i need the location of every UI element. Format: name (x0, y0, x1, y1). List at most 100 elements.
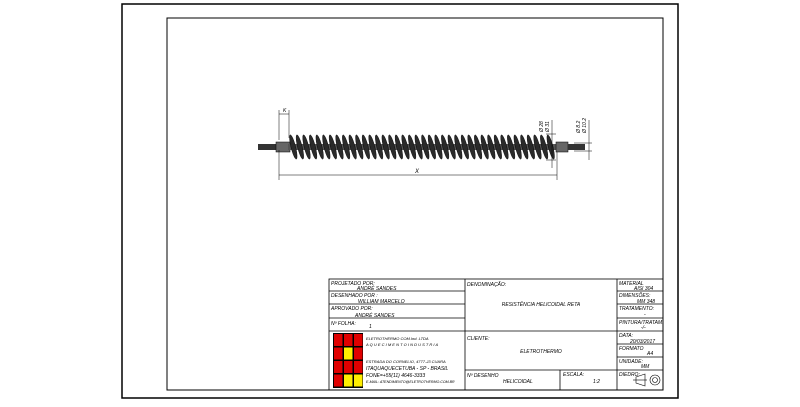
coil-turn (454, 134, 463, 160)
coil-turn (447, 134, 456, 160)
coil-turn (480, 134, 489, 160)
helical-resistor (258, 134, 585, 160)
company-address: ESTRADA DO CORNELIO, 4777-J3 CUARA (366, 359, 446, 364)
coil-turn (322, 134, 331, 160)
coil-turn (355, 134, 364, 160)
coil-turn (309, 134, 318, 160)
projetado-label: PROJETADO POR: (331, 281, 375, 287)
logo-square (344, 347, 353, 360)
escala-label: ESCALA: (563, 372, 585, 378)
material-label: MATERIAL (619, 281, 644, 287)
logo-square (334, 347, 343, 360)
desenhado-value: WILLIAM MARCELO (358, 299, 405, 305)
folha-value: 1 (369, 324, 372, 330)
unidade-value: MM (641, 364, 650, 370)
dimensoes-value: MM 348 (637, 299, 655, 305)
right-terminal (568, 144, 585, 150)
material-value: AISI 304 (633, 286, 653, 292)
coil-turn (526, 134, 535, 160)
first-angle-projection-icon (633, 373, 661, 387)
company-city: ITAQUAQUECETUBA - SP - BRASIL (366, 366, 449, 372)
escala-value: 1:2 (593, 379, 600, 385)
pintura-label: PINTURA/TRATAM: (619, 320, 664, 326)
logo-square (354, 347, 363, 360)
coil-turn (467, 134, 476, 160)
coil-turn (335, 134, 344, 160)
coil-turn (546, 134, 555, 160)
company-phone: FONE=+55(11) 4646-3333 (366, 373, 425, 379)
coil-turn (520, 134, 529, 160)
coil-turn (295, 134, 304, 160)
logo-square (354, 361, 363, 373)
cliente-label: CLIENTE: (467, 336, 490, 342)
coil-turn (427, 134, 436, 160)
logo-square (334, 361, 343, 373)
aprovado-value: ANDRÉ SANDES (354, 312, 395, 319)
coil (289, 134, 555, 160)
company-name: ELETROTHERMO COM.Ind. LTDA (366, 336, 429, 341)
tratamento-label: TRATAMENTO: (619, 306, 655, 312)
coil-turn (368, 134, 377, 160)
dimension-length-label: X (414, 169, 420, 175)
coil-turn (487, 134, 496, 160)
coil-turn (493, 134, 502, 160)
data-value: 20/03/2017 (629, 339, 655, 345)
desenho-label: Nº DESENHO (467, 373, 499, 379)
folha-label: Nº FOLHA: (331, 321, 356, 327)
coil-turn (414, 134, 423, 160)
coil-turn (540, 134, 549, 160)
company-email: E-MAIL: ATENDIMENTO@ELETROTHERMO.COM.BR (366, 380, 455, 384)
coil-turn (474, 134, 483, 160)
unidade-label: UNIDADE: (619, 359, 644, 365)
coil-turn (348, 134, 357, 160)
coil-turn (381, 134, 390, 160)
coil-turn (388, 134, 397, 160)
coil-turn (302, 134, 311, 160)
coil-diameter-inner: Ø 28 (539, 121, 545, 133)
dimensoes-label: DIMENSÕES: (619, 292, 651, 299)
coil-turn (315, 134, 324, 160)
aprovado-label: APROVADO POR: (330, 306, 373, 312)
dimension-offset-label: K (283, 108, 287, 114)
coil-turn (328, 134, 337, 160)
coil-turn (500, 134, 509, 160)
coil-turn (408, 134, 417, 160)
logo-square (334, 374, 343, 387)
denominacao-label: DENOMINAÇÃO: (467, 281, 507, 288)
company-logo (333, 333, 363, 388)
coil-turn (507, 134, 516, 160)
coil-turn (289, 134, 298, 160)
logo-square (354, 334, 363, 346)
desenhado-label: DESENHADO POR : (331, 293, 378, 299)
coil-turn (394, 134, 403, 160)
formato-label: FORMATO (619, 346, 644, 352)
logo-square (344, 334, 353, 346)
logo-square (344, 361, 353, 373)
cliente-value: ELETROTHERMO (520, 349, 562, 355)
rod-diameter-outer: Ø 10.2 (582, 118, 588, 134)
coil-turn (434, 134, 443, 160)
coil-turn (421, 134, 430, 160)
coil-turn (460, 134, 469, 160)
coil-turn (533, 134, 542, 160)
left-terminal (258, 144, 276, 150)
data-label: DATA: (619, 333, 634, 339)
coil-turn (342, 134, 351, 160)
coil-turn (401, 134, 410, 160)
coil-diameter-outer: Ø 31 (545, 121, 551, 133)
coil-turn (375, 134, 384, 160)
logo-square (344, 374, 353, 387)
logo-square (354, 374, 363, 387)
dimensions (278, 110, 592, 180)
company-tagline: A Q U E C I M E N T O I N D U S T R I A (365, 342, 438, 347)
right-sleeve (555, 141, 569, 153)
coil-turn (441, 134, 450, 160)
outer-border (121, 3, 679, 399)
diedro-label: DIEDRO: (619, 372, 640, 378)
denominacao-value: RESISTÊNCIA HELICOIDAL RETA (502, 300, 581, 308)
rod-diameter-inner: Ø 8.2 (576, 121, 582, 134)
pintura-value: -/- (641, 325, 646, 331)
formato-value: A4 (646, 351, 653, 357)
tratamento-value: - (644, 312, 646, 318)
